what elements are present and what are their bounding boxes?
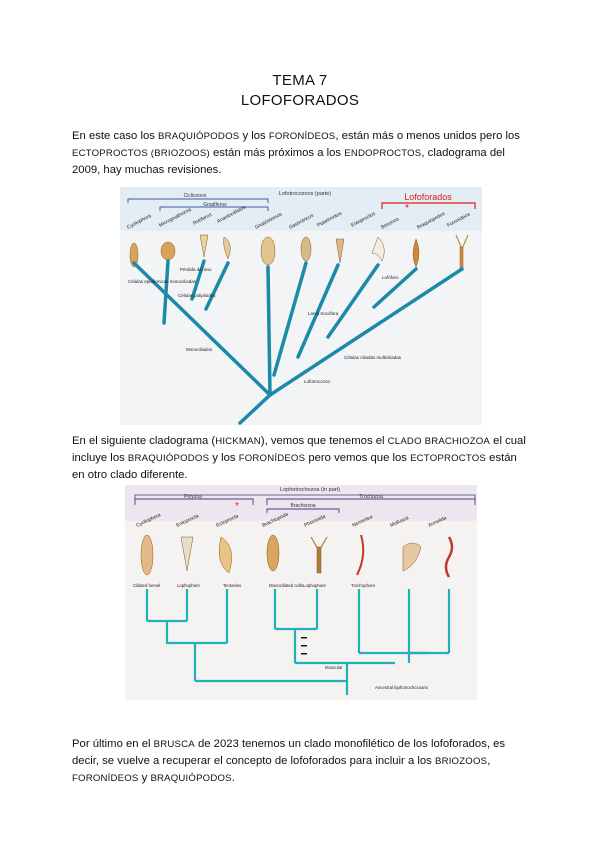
organism-illustrations [129,234,469,270]
text: , cladograma del 2009, hay muchas revisi… [72,147,505,177]
figure1-group-b: Gnatíferos [203,202,227,208]
character-label: Lofotrocozoo [304,379,331,384]
text: están más próximos a los [209,147,345,160]
figure1-group-a: Cicliozoos [184,193,207,199]
figure1-header: Lofotrocozoos (parte) [279,191,331,197]
term-ectoproctos: ECTOPROCTOS (BRIOZOOS) [72,148,210,160]
figure2-group-c: Brachiozoa [290,503,315,509]
text: Por último en el [72,738,154,751]
term-braquiopodos: BRAQUIÓPODOS [127,453,210,465]
text: , [487,755,491,768]
character-label: Pérdida del ano [180,267,212,272]
term-foronideos: FORONÍDEOS [238,453,306,465]
page-title: TEMA 7 [272,72,328,89]
character-label: Lophophore [177,583,201,588]
term-ectoproctos: ECTOPROCTOS [410,453,487,465]
text: ), vemos que tenemos el [260,435,388,448]
character-label: Lophophore [303,583,327,588]
cladogram-figure-2: Lophotrochozoa (in part) Polyzoa Trochoz… [125,485,477,700]
figure2-group-b: Trochozoa [359,494,383,500]
character-label: Células epidérmicas monociliadas [128,279,197,284]
character-label: Trochophore [351,583,376,588]
cladogram-tree [132,259,464,425]
text: el cual incluye los [72,435,526,465]
term-clado-brachiozoa: CLADO BRACHIOZOA [387,436,491,448]
text: , están más o menos unidos pero los [335,130,520,143]
character-label: Ancestral lophotrochozoans [375,685,428,690]
asterisk-icon: * [235,501,239,512]
paragraph-3: Por último en el BRUSCA de 2023 tenemos … [72,736,528,787]
text: de 2023 tenemos un clado monofilético de… [72,738,506,768]
term-brusca: BRUSCA [153,739,195,751]
text: pero vemos que los [305,452,411,465]
character-label: Monociliados [186,347,213,352]
text: están en otro clado diferente. [72,452,517,482]
character-label: Monociliated cells [269,583,303,588]
character-label: Muscular [325,665,343,670]
term-foronideos: FORONÍDEOS [268,131,336,143]
organism-illustrations [140,534,454,578]
text: y los [239,130,269,143]
term-braquiopodos: BRAQUIÓPODOS [158,131,240,143]
term-hickman: HICKMAN [215,436,261,448]
page-subtitle: LOFOFORADOS [240,92,360,109]
term-briozoos: BRIOZOOS [434,756,488,768]
term-endoproctos: ENDOPROCTOS [344,148,422,160]
asterisk-icon: * [405,203,409,214]
figure2-header: Lophotrochozoa (in part) [280,487,340,493]
text: . [231,772,235,785]
figure1-lofoforados-label: Lofoforados [404,192,452,202]
text: y [138,772,151,785]
paragraph-1: En este caso los BRAQUIÓPODOS y los FORO… [72,128,528,178]
figure2-group-a: Polyzoa [184,494,202,500]
character-label: Células poliploides [178,293,216,298]
char-label-group: Ciliated funnel Lophophore Tentacles Mon… [133,583,428,690]
character-label: Células ciliadas multiciliadas [344,355,402,360]
character-label: Tentacles [223,583,241,588]
character-label: Lofóforo [382,275,399,280]
character-label: Larva trocófora [308,311,339,316]
text: En el siguiente cladograma ( [72,435,216,448]
paragraph-2: En el siguiente cladograma (HICKMAN), ve… [72,433,528,483]
text: y los [209,452,239,465]
text: En este caso los [72,130,159,143]
cladogram-tree [145,589,451,695]
term-braquiopodos: BRAQUIÓPODOS [150,773,232,785]
term-foronideos: FORONÍDEOS [72,773,139,785]
character-label: Ciliated funnel [133,583,160,588]
cladogram-figure-1: Lofotrocozoos (parte) Cicliozoos Gnatífe… [120,187,482,425]
